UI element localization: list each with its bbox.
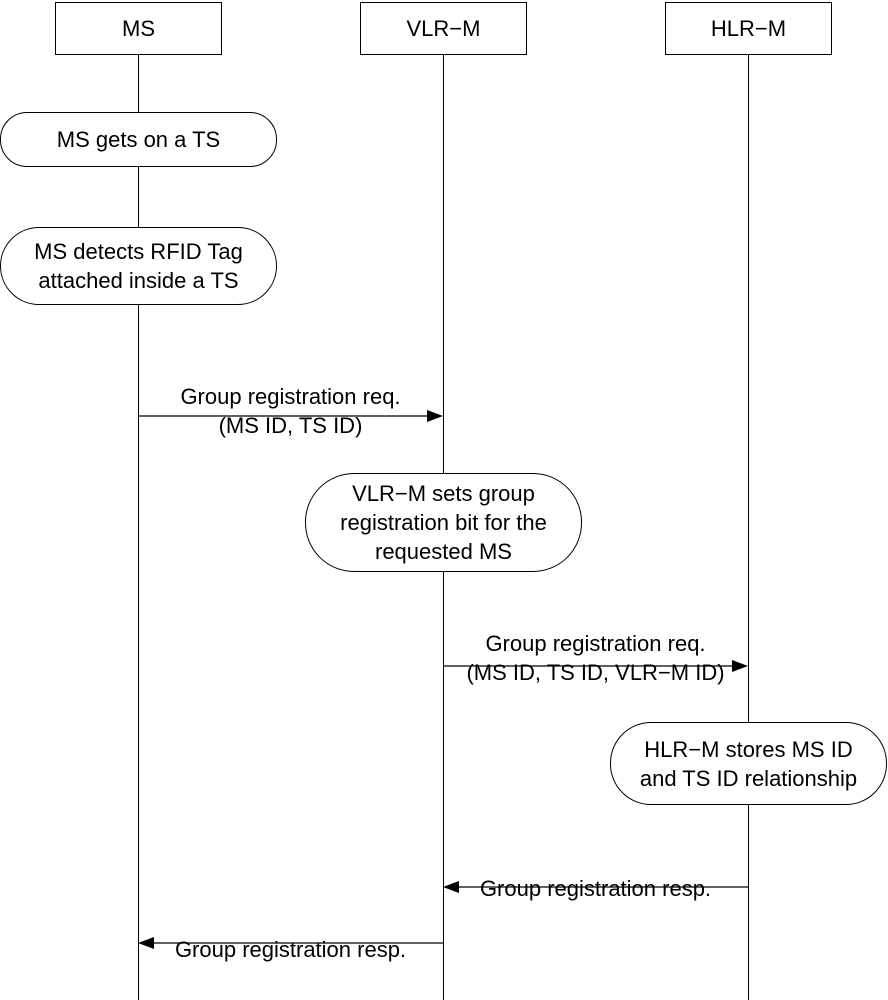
message-1-arrow	[138, 410, 443, 422]
note-ms-detects-rfid-text: MS detects RFID Tag attached inside a TS	[34, 239, 243, 293]
lifeline-ms	[138, 55, 139, 1000]
message-4-arrow	[138, 937, 443, 949]
note-hlr-stores-relationship: HLR−M stores MS ID and TS ID relationshi…	[610, 722, 887, 805]
note-ms-gets-on-ts: MS gets on a TS	[0, 112, 277, 167]
participant-hlr-m: HLR−M	[665, 2, 832, 55]
message-4-label: Group registration resp.	[138, 906, 443, 964]
note-vlr-sets-bit-text: VLR−M sets group registration bit for th…	[340, 481, 547, 564]
participant-ms-label: MS	[122, 15, 155, 41]
message-1-text: Group registration req. (MS ID, TS ID)	[180, 384, 401, 438]
message-2-arrow	[443, 660, 748, 672]
note-hlr-stores-relationship-text: HLR−M stores MS ID and TS ID relationshi…	[639, 736, 858, 791]
note-ms-gets-on-ts-text: MS gets on a TS	[56, 127, 221, 152]
note-ms-detects-rfid: MS detects RFID Tag attached inside a TS	[0, 227, 277, 305]
note-vlr-sets-bit: VLR−M sets group registration bit for th…	[305, 473, 582, 572]
participant-vlr-m-label: VLR−M	[406, 15, 481, 41]
lifeline-hlr-m	[748, 55, 749, 1000]
participant-ms: MS	[55, 2, 222, 55]
message-1-label: Group registration req. (MS ID, TS ID)	[138, 353, 443, 440]
message-3-text: Group registration resp.	[479, 876, 712, 901]
participant-hlr-m-label: HLR−M	[710, 15, 787, 41]
message-3-arrow	[443, 881, 748, 893]
message-2-label: Group registration req. (MS ID, TS ID, V…	[443, 600, 748, 687]
message-4-text: Group registration resp.	[174, 937, 407, 962]
message-2-text: Group registration req. (MS ID, TS ID, V…	[466, 631, 725, 685]
message-3-label: Group registration resp.	[443, 845, 748, 903]
participant-vlr-m: VLR−M	[360, 2, 527, 55]
